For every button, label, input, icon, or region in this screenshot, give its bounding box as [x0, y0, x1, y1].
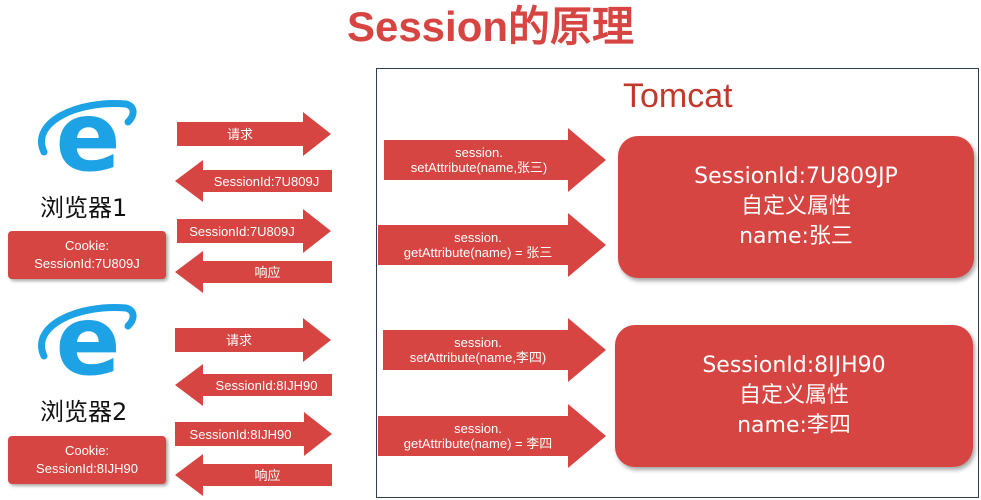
b2-request-arrow: 请求	[175, 318, 331, 362]
method-1-line1: session.	[455, 145, 503, 160]
session-1-attr-value: name:张三	[739, 224, 853, 249]
cookie-1-line1: Cookie:	[64, 238, 110, 253]
b1-sessionid-return-arrow: SessionId:7U809J	[175, 160, 332, 202]
b2-request-label: 请求	[225, 332, 252, 348]
browser-2-label: 浏览器2	[40, 398, 128, 426]
browser-2-cookie: Cookie: SessionId:8IJH90	[8, 436, 166, 484]
method-arrow-get-zhangsan: session. getAttribute(name) = 张三	[378, 213, 606, 277]
b1-request-label: 请求	[226, 126, 253, 142]
method-arrow-text: session. getAttribute(name) = 张三	[378, 225, 578, 265]
session-1-attr-label: 自定义属性	[740, 194, 851, 219]
b2-response-arrow: 响应	[175, 454, 332, 496]
b2-response-label: 响应	[254, 467, 281, 483]
ie-browser-icon: e	[38, 285, 138, 397]
browser-1-cookie: Cookie: SessionId:7U809J	[8, 231, 166, 279]
page-title: Session的原理	[346, 3, 635, 50]
tomcat-label: Tomcat	[623, 77, 733, 115]
cookie-1-line2: SessionId:7U809J	[34, 256, 140, 271]
ie-browser-icon: e	[38, 81, 138, 193]
svg-text:e: e	[55, 296, 120, 390]
b2-sessionid-return-label: SessionId:8IJH90	[215, 377, 318, 393]
tomcat-container	[376, 68, 979, 498]
b1-response-arrow: 响应	[175, 251, 332, 293]
session-store-1: SessionId:7U809JP 自定义属性 name:张三	[618, 136, 974, 278]
method-arrow-set-lisi: session. setAttribute(name,李四)	[383, 318, 606, 382]
session-store-2: SessionId:8IJH90 自定义属性 name:李四	[615, 325, 973, 467]
cookie-2-line2: SessionId:8IJH90	[36, 461, 138, 476]
method-3-line1: session.	[454, 335, 502, 350]
session-2-id: SessionId:8IJH90	[702, 353, 886, 378]
b2-sessionid-send-label: SessionId:8IJH90	[189, 426, 292, 442]
b1-sessionid-send-label: SessionId:7U809J	[189, 223, 295, 239]
method-2-line2: getAttribute(name) = 张三	[403, 245, 553, 260]
session-2-attr-label: 自定义属性	[738, 383, 849, 408]
method-3-line2: setAttribute(name,李四)	[409, 350, 547, 365]
method-4-line2: getAttribute(name) = 李四	[403, 436, 553, 451]
b1-sessionid-return-label: SessionId:7U809J	[213, 173, 320, 189]
b1-request-arrow: 请求	[177, 112, 331, 156]
svg-text:e: e	[55, 92, 120, 186]
method-arrow-text: session. setAttribute(name,张三)	[384, 140, 574, 180]
method-arrow-text: session. setAttribute(name,李四)	[383, 330, 573, 370]
method-4-line1: session.	[454, 421, 502, 436]
method-2-line1: session.	[454, 230, 502, 245]
b1-sessionid-send-arrow: SessionId:7U809J	[177, 209, 331, 253]
browser-1-label: 浏览器1	[40, 194, 128, 222]
method-1-line2: setAttribute(name,张三)	[410, 160, 548, 175]
session-1-id: SessionId:7U809JP	[694, 164, 898, 189]
b1-response-label: 响应	[254, 264, 281, 280]
b2-sessionid-send-arrow: SessionId:8IJH90	[175, 412, 332, 456]
method-arrow-text: session. getAttribute(name) = 李四	[378, 416, 578, 456]
b2-sessionid-return-arrow: SessionId:8IJH90	[175, 364, 332, 406]
method-arrow-get-lisi: session. getAttribute(name) = 李四	[378, 404, 606, 468]
method-arrow-set-zhangsan: session. setAttribute(name,张三)	[384, 128, 606, 192]
session-2-attr-value: name:李四	[737, 413, 851, 438]
cookie-2-line1: Cookie:	[64, 443, 110, 458]
